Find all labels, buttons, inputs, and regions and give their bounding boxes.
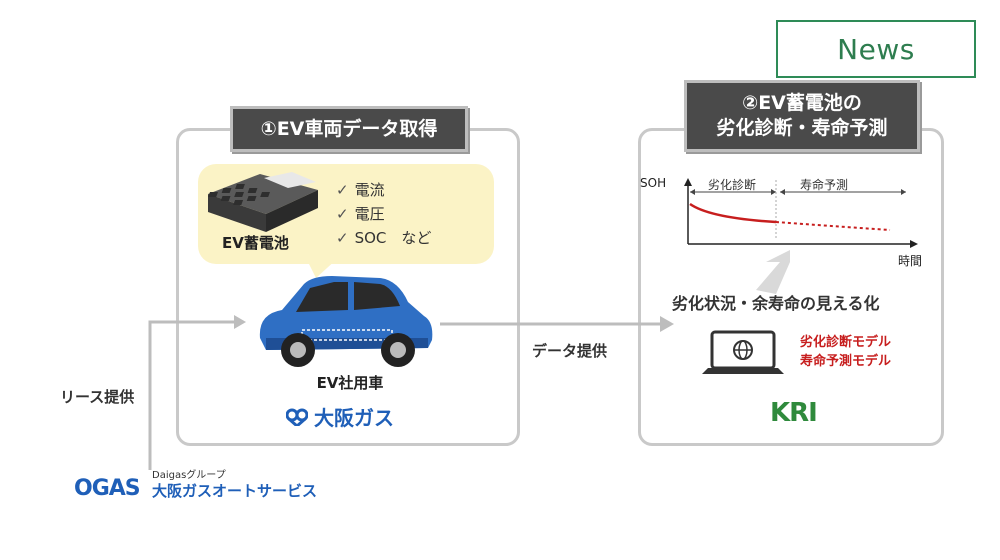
ev-car-label: EV社用車	[316, 374, 384, 392]
visualize-arrow	[756, 250, 790, 294]
ogas-logo: OGAS	[74, 476, 141, 501]
lease-arrow	[148, 320, 236, 470]
soh-chart	[684, 178, 918, 248]
laptop-icon	[702, 330, 784, 374]
battery-module-icon	[208, 172, 318, 232]
battery-label: EV蓄電池	[222, 234, 289, 252]
visualization-caption: 劣化状況・余寿命の見える化	[672, 294, 880, 313]
soh-predicted-curve	[775, 221, 891, 231]
soh-axis-label: SOH	[640, 176, 667, 190]
osaka-gas-auto-service-name: 大阪ガスオートサービス	[152, 482, 318, 500]
diagnosis-model-label: 劣化診断モデル	[800, 335, 892, 350]
battery-diagnosis-title: ②EV蓄電池の 劣化診断・寿命予測	[684, 80, 920, 152]
soh-measured-curve	[689, 202, 777, 224]
metric-item: ✓SOC など	[336, 229, 432, 247]
data-provision-label: データ提供	[532, 342, 608, 360]
check-icon: ✓	[336, 229, 349, 247]
news-badge: News	[776, 20, 976, 78]
metric-item: ✓電流	[336, 181, 385, 199]
lease-provision-label: リース提供	[60, 388, 135, 406]
time-axis-label: 時間	[898, 254, 923, 268]
osaka-gas-flame-icon	[286, 408, 308, 426]
check-icon: ✓	[336, 205, 349, 223]
check-icon: ✓	[336, 181, 349, 199]
osaka-gas-logo: 大阪ガス	[286, 402, 394, 431]
prediction-phase-label: 寿命予測	[800, 178, 849, 192]
battery-metrics-list: ✓電流 ✓電圧 ✓SOC など	[336, 178, 431, 250]
ev-car-icon	[259, 276, 433, 367]
model-labels: 劣化診断モデル 寿命予測モデル	[800, 333, 891, 371]
metric-item: ✓電圧	[336, 205, 385, 223]
bubble-tail	[306, 258, 338, 278]
diagnosis-phase-label: 劣化診断	[708, 178, 757, 192]
daigas-group-label: Daigasグループ	[152, 470, 226, 481]
vehicle-data-title: ①EV車両データ取得	[230, 106, 468, 152]
kri-logo: KRI	[770, 398, 818, 428]
prediction-model-label: 寿命予測モデル	[800, 354, 892, 369]
